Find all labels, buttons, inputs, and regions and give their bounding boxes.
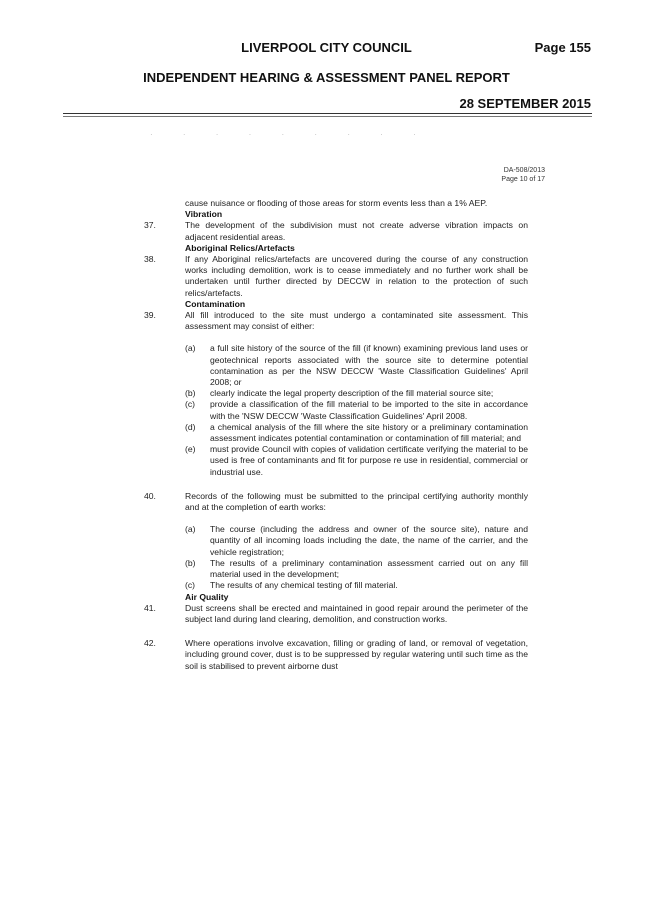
sub-clause-text: must provide Council with copies of vali… [210,444,528,477]
condition-text: The development of the subdivision must … [185,220,528,242]
scan-noise: · · · · · · · · · [150,130,430,139]
sub-clause-label: (c) [185,580,196,591]
item-spacer [144,625,528,638]
section-heading: Air Quality [185,591,229,602]
condition-item: 42. Where operations involve excavation, … [144,638,528,672]
condition-item: 37. The development of the subdivision mu… [144,220,528,242]
section-heading: Aboriginal Relics/Artefacts [185,242,295,253]
da-number: DA-508/2013 [503,167,545,174]
sub-clause-list: (a) a full site history of the source of … [144,343,528,477]
continuation-text: cause nuisance or flooding of those area… [185,198,488,208]
council-name: LIVERPOOL CITY COUNCIL [241,40,412,55]
condition-number: 39. [144,310,156,321]
condition-number: 37. [144,220,156,231]
sub-clause: (c) The results of any chemical testing o… [185,580,528,591]
item-spacer [144,478,528,491]
sub-clause-list: (a) The course (including the address and… [144,524,528,591]
page-of: Page 10 of 17 [501,176,545,183]
section-heading: Vibration [185,209,223,220]
sub-clause-text: clearly indicate the legal property desc… [210,388,494,399]
sub-clause: (b) clearly indicate the legal property d… [185,388,528,399]
sub-clause-text: The results of a preliminary contaminati… [210,557,528,580]
sub-clause-label: (c) [185,399,196,410]
condition-item: 41. Dust screens shall be erected and mai… [144,603,528,625]
document-body: cause nuisance or flooding of those area… [144,198,528,672]
condition-number: 38. [144,254,156,265]
condition-text: All fill introduced to the site must und… [185,310,528,332]
header-rule-thin [63,116,592,117]
condition-number: 40. [144,490,156,501]
sub-clause-label: (b) [185,388,196,399]
header-rule [63,113,592,114]
sub-clause-text: a chemical analysis of the fill where th… [210,421,528,444]
condition-number: 42. [144,638,156,649]
sub-clause-label: (a) [185,343,196,354]
page-number: Page 155 [534,40,591,55]
condition-item: 39. All fill introduced to the site must … [144,310,528,332]
sub-clause: (a) The course (including the address and… [185,524,528,558]
report-title: INDEPENDENT HEARING & ASSESSMENT PANEL R… [143,70,510,85]
section-heading: Contamination [185,298,246,309]
sub-clause-text: The course (including the address and ow… [210,524,528,557]
sub-clause: (c) provide a classification of the fill … [185,399,528,421]
sub-clause-text: provide a classification of the fill mat… [210,399,528,421]
condition-number: 41. [144,602,156,613]
sub-clause-text: a full site history of the source of the… [210,343,528,388]
sub-clause: (b) The results of a preliminary contamin… [185,558,528,580]
sub-clause-label: (e) [185,444,196,455]
condition-text: Dust screens shall be erected and mainta… [185,602,528,624]
condition-text: Where operations involve excavation, fil… [185,638,528,671]
sub-clause-label: (d) [185,421,196,432]
condition-text: Records of the following must be submitt… [185,490,528,513]
sub-clause-label: (b) [185,557,196,568]
sub-clause-text: The results of any chemical testing of f… [210,580,398,591]
condition-item: 38. If any Aboriginal relics/artefacts ar… [144,254,528,299]
condition-item: 40. Records of the following must be subm… [144,491,528,513]
sub-clause: (d) a chemical analysis of the fill where… [185,422,528,444]
sub-clause: (a) a full site history of the source of … [185,343,528,388]
condition-text: If any Aboriginal relics/artefacts are u… [185,254,528,298]
report-date: 28 SEPTEMBER 2015 [459,96,591,111]
sub-clause-label: (a) [185,524,196,535]
sub-clause: (e) must provide Council with copies of v… [185,444,528,478]
